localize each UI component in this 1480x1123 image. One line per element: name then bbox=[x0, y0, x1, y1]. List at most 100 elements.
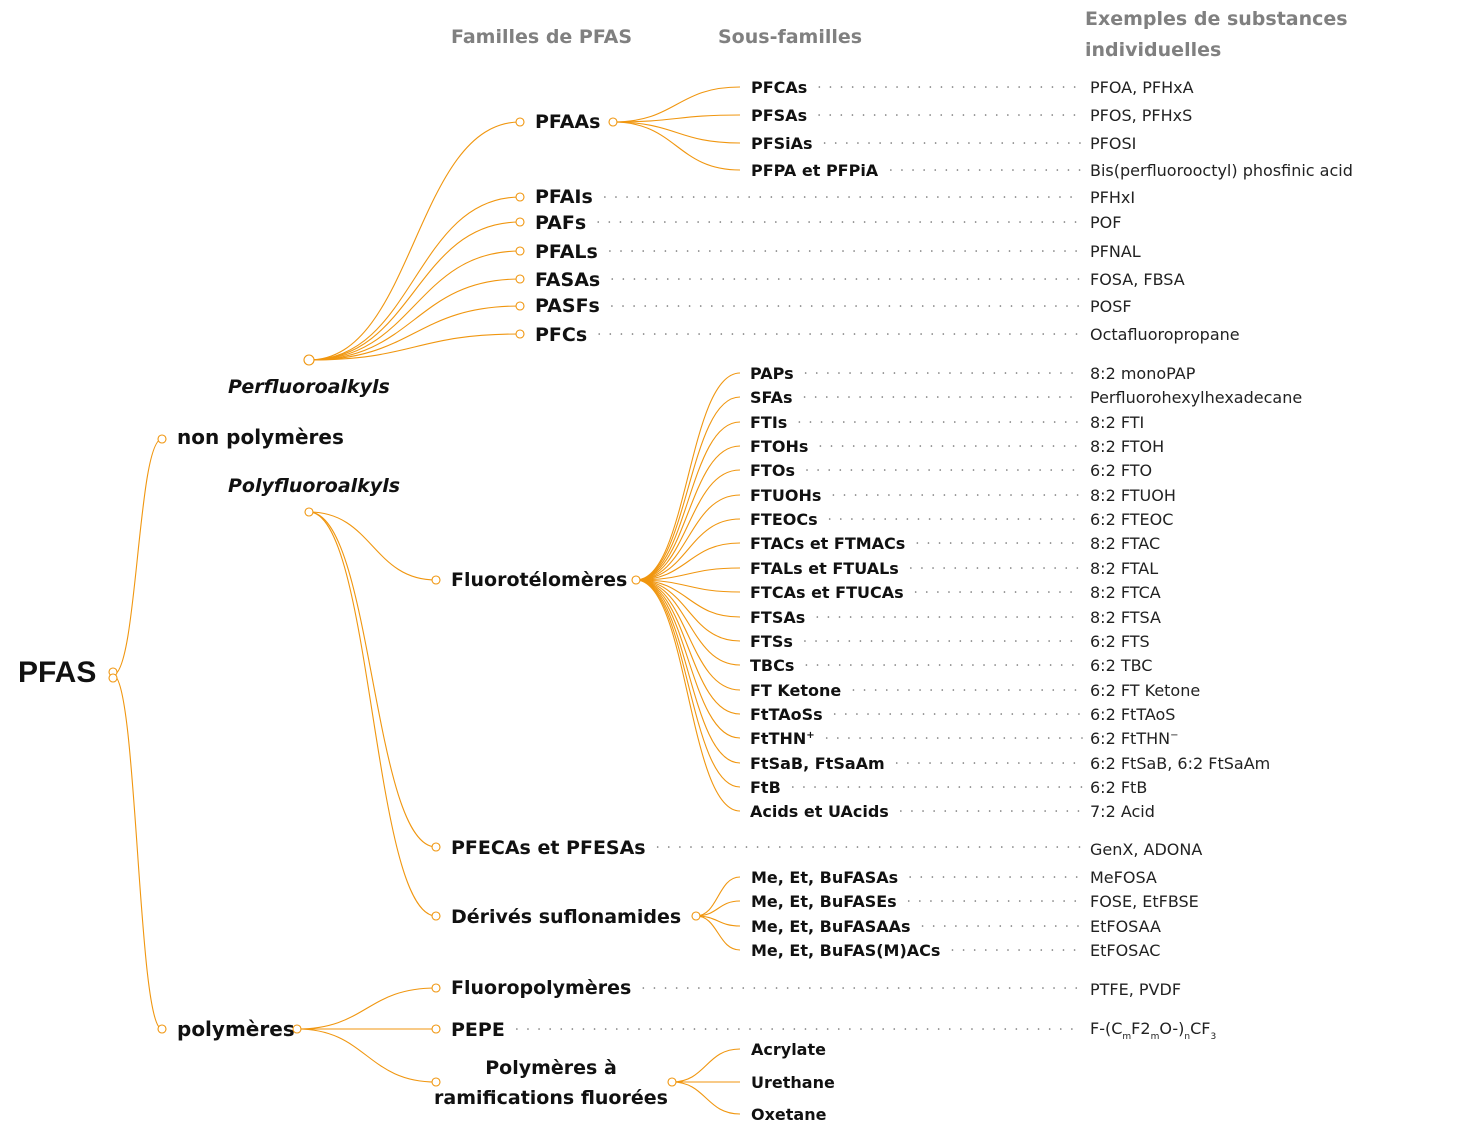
subfamily-label: FTSAs bbox=[750, 608, 805, 627]
link-fluorotelomer-sub bbox=[635, 579, 741, 715]
subfamily-label: SFAs bbox=[750, 388, 793, 407]
branch-polymers: polymères bbox=[177, 1017, 295, 1041]
family-pfais: PFAIs bbox=[535, 186, 593, 208]
subfamily-label: FTSs bbox=[750, 632, 793, 651]
header-families: Familles de PFAS bbox=[451, 26, 632, 48]
subfamily-label: FtTHN+ bbox=[750, 729, 815, 748]
link-fluorotelomer-sub bbox=[635, 579, 741, 691]
subfamily-label: Acrylate bbox=[751, 1040, 826, 1059]
link-fluorotelomer-sub bbox=[635, 396, 741, 581]
subfamily-label: FtTAoSs bbox=[750, 705, 823, 724]
node-family bbox=[515, 217, 525, 227]
node-family bbox=[431, 842, 441, 852]
node-family bbox=[431, 911, 441, 921]
link-root-polymers bbox=[112, 674, 163, 1030]
link-pfaas-sub bbox=[612, 86, 741, 123]
link-pfaas-sub bbox=[612, 114, 741, 123]
example-label: PFHxI bbox=[1090, 188, 1135, 207]
example-label: 6:2 FTO bbox=[1090, 461, 1152, 480]
example-label: 8:2 FTI bbox=[1090, 413, 1144, 432]
node-side-chain-polymers bbox=[667, 1077, 677, 1087]
family-pafs: PAFs bbox=[535, 212, 586, 234]
example-fluoropolymers: PTFE, PVDF bbox=[1090, 980, 1181, 999]
link-fluorotelomer-sub bbox=[635, 579, 741, 642]
subfamily-label: FTUOHs bbox=[750, 486, 821, 505]
example-label: 6:2 FtB bbox=[1090, 778, 1147, 797]
dotted-leaders bbox=[516, 86, 1083, 1030]
example-label: 8:2 FTAL bbox=[1090, 559, 1158, 578]
node-family bbox=[431, 1077, 441, 1087]
node-polymers-hub bbox=[292, 1024, 302, 1034]
subfamily-label: Urethane bbox=[751, 1073, 835, 1092]
example-label: 8:2 FTSA bbox=[1090, 608, 1161, 627]
example-label: 6:2 FtSaB, 6:2 FtSaAm bbox=[1090, 754, 1270, 773]
link-perfluoro-family bbox=[308, 305, 521, 361]
link-fluorotelomer-sub bbox=[635, 567, 741, 581]
example-label: 8:2 FTCA bbox=[1090, 583, 1161, 602]
example-label: 7:2 Acid bbox=[1090, 802, 1155, 821]
example-label: PFOA, PFHxA bbox=[1090, 78, 1194, 97]
example-label: Bis(perfluorooctyl) phosfinic acid bbox=[1090, 161, 1353, 180]
family-pfals: PFALs bbox=[535, 241, 598, 263]
example-label: 6:2 FTEOC bbox=[1090, 510, 1173, 529]
subfamily-label: PAPs bbox=[750, 364, 794, 383]
link-sulfonamide-sub bbox=[695, 915, 741, 951]
family-fluorotelomers: Fluorotélomères bbox=[451, 569, 627, 591]
example-label: EtFOSAA bbox=[1090, 917, 1161, 936]
node-family bbox=[515, 274, 525, 284]
category-polyfluoroalkyls: Polyfluoroalkyls bbox=[228, 475, 400, 497]
family-pfaas: PFAAs bbox=[535, 111, 600, 133]
example-pepe-formula: F-(CmF2mO-)nCF3 bbox=[1090, 1019, 1216, 1042]
link-perfluoro-family bbox=[308, 278, 521, 361]
link-fluorotelomer-sub bbox=[635, 579, 741, 739]
link-polyfluoro-family bbox=[308, 511, 437, 581]
node-family bbox=[431, 983, 441, 993]
family-pfcs: PFCs bbox=[535, 324, 587, 346]
subfamily-label: TBCs bbox=[750, 656, 794, 675]
link-perfluoro-family bbox=[308, 333, 521, 361]
example-pfecas: GenX, ADONA bbox=[1090, 840, 1202, 859]
tree-nodes bbox=[108, 117, 701, 1087]
header-examples-line2: individuelles bbox=[1085, 39, 1221, 61]
subfamily-label: PFCAs bbox=[751, 78, 807, 97]
link-polyfluoro-family bbox=[308, 511, 437, 848]
link-polymer-family bbox=[296, 1028, 437, 1083]
subfamily-label: Me, Et, BuFASAAs bbox=[751, 917, 911, 936]
node-perfluoroalkyls bbox=[303, 354, 315, 366]
link-perfluoro-family bbox=[308, 250, 521, 361]
link-fluorotelomer-sub bbox=[635, 494, 741, 581]
node-polymers bbox=[157, 1024, 167, 1034]
subfamily-label: PFSAs bbox=[751, 106, 807, 125]
subfamily-label: FTCAs et FTUCAs bbox=[750, 583, 904, 602]
example-label: 8:2 FTOH bbox=[1090, 437, 1164, 456]
node-family bbox=[515, 301, 525, 311]
link-fluorotelomer-sub bbox=[635, 421, 741, 581]
example-label: MeFOSA bbox=[1090, 868, 1157, 887]
subfamily-label: Me, Et, BuFASEs bbox=[751, 892, 897, 911]
link-pfaas-sub bbox=[612, 121, 741, 171]
family-pfecas-pfesas: PFECAs et PFESAs bbox=[451, 837, 646, 859]
connector-links bbox=[112, 86, 741, 1115]
family-fluoropolymers: Fluoropolymères bbox=[451, 977, 631, 999]
example-label: FOSA, FBSA bbox=[1090, 270, 1185, 289]
family-side-chain-polymers-line1: Polymères à bbox=[485, 1057, 617, 1079]
link-fluorotelomer-sub bbox=[635, 518, 741, 581]
example-label: 8:2 FTAC bbox=[1090, 534, 1160, 553]
link-side-chain-sub bbox=[671, 1048, 741, 1083]
example-label: 8:2 monoPAP bbox=[1090, 364, 1196, 383]
example-label: POF bbox=[1090, 213, 1121, 232]
subfamily-label: PFPA et PFPiA bbox=[751, 161, 879, 180]
link-fluorotelomer-sub bbox=[635, 542, 741, 581]
node-family bbox=[515, 246, 525, 256]
subfamily-label: FTALs et FTUALs bbox=[750, 559, 899, 578]
subfamily-label: Me, Et, BuFAS(M)ACs bbox=[751, 941, 940, 960]
example-label: 6:2 FT Ketone bbox=[1090, 681, 1200, 700]
branch-non-polymers: non polymères bbox=[177, 425, 344, 449]
subfamily-label: FtB bbox=[750, 778, 781, 797]
family-side-chain-polymers-line2: ramifications fluorées bbox=[434, 1087, 668, 1109]
node-polyfluoroalkyls bbox=[304, 507, 314, 517]
example-label: 6:2 TBC bbox=[1090, 656, 1152, 675]
link-pfaas-sub bbox=[612, 121, 741, 144]
link-fluorotelomer-sub bbox=[635, 579, 741, 593]
